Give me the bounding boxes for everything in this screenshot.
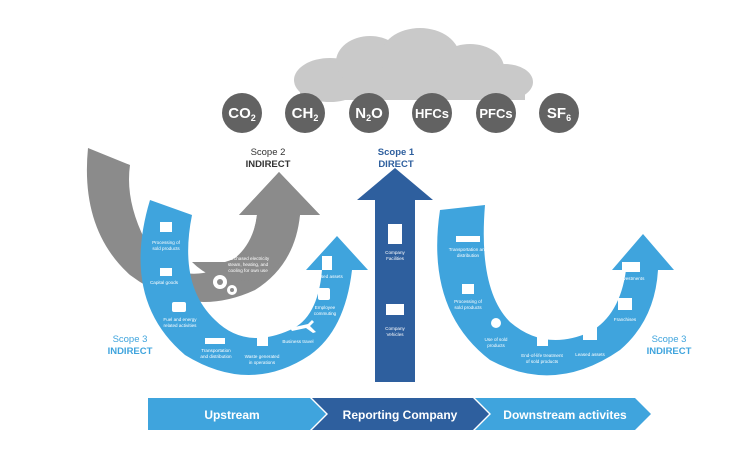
vehicle-icon [386, 304, 404, 315]
scope1-kind: DIRECT [378, 159, 414, 170]
gas-n2o: N2O [355, 105, 383, 123]
scope2-item-line2: steam, heating, and [228, 262, 269, 267]
ds-investments: Investments [620, 276, 645, 281]
up-transport-1: Transportation [201, 348, 231, 353]
ds-processing-2: sold products [454, 305, 482, 310]
up-waste-2: in operations [249, 360, 276, 365]
ds-factory-icon [462, 284, 474, 294]
bar-upstream-label: Upstream [204, 408, 259, 422]
recycle-icon [257, 335, 268, 346]
ds-eol-1: End-of-life treatment [521, 353, 563, 358]
up-commuting-2: commuting [314, 311, 337, 316]
bar-downstream [475, 398, 651, 430]
up-waste-1: Waste generated [245, 354, 280, 359]
scope3-right-kind: INDIRECT [647, 346, 692, 357]
co-facilities-2: Facilities [386, 256, 405, 261]
bar-upstream [148, 398, 326, 430]
store-icon [618, 298, 632, 310]
airplane-icon [290, 320, 316, 333]
up-leased: Leased assets [313, 274, 343, 279]
ds-franchises: Franchises [614, 317, 637, 322]
bar-downstream-label: Downstream activites [503, 408, 627, 422]
downstream-arrow [437, 205, 674, 376]
up-transport-2: and distribution [200, 354, 232, 359]
ds-ship-icon [456, 236, 480, 242]
upstream-items: Processing of sold products Capital good… [150, 222, 344, 365]
up-fuel-2: related activities [164, 323, 198, 328]
train-icon [318, 288, 330, 300]
ds-recycle-icon [537, 334, 548, 346]
co-vehicles-2: Vehicles [386, 332, 404, 337]
ds-use-1: Use of sold [485, 337, 508, 342]
up-capital: Capital goods [150, 280, 179, 285]
scope2-title: Scope 2 [251, 147, 286, 158]
money-icon [622, 262, 640, 272]
scope2-item: Purchased electricity steam, heating, an… [213, 256, 270, 295]
direct-arrow [357, 168, 433, 382]
gear-icon [213, 275, 237, 295]
ds-use-2: products [487, 343, 505, 348]
scope-labels: Scope 2 INDIRECT Scope 1 DIRECT Scope 3 … [108, 147, 692, 357]
scope1-title: Scope 1 [378, 147, 415, 158]
gas-ch2: CH2 [292, 105, 319, 123]
gas-pfcs: PFCs [479, 106, 512, 121]
ds-eol-2: of sold products [526, 359, 559, 364]
scope2-item-line1: Purchased electricity [227, 256, 270, 261]
ds-transport-2: distribution [457, 253, 480, 258]
scope2-overlay [192, 172, 320, 281]
lightbulb-icon [491, 318, 501, 328]
truck-icon [160, 268, 172, 276]
up-travel: Business travel [282, 339, 313, 344]
up-fuel-1: Fuel and energy [163, 317, 197, 322]
scope3-left-kind: INDIRECT [108, 346, 153, 357]
ds-leased: Leased assets [575, 352, 605, 357]
scope2-kind: INDIRECT [246, 159, 291, 170]
facilities-icon [388, 224, 402, 244]
up-processing-2: sold products [152, 246, 180, 251]
bar-reporting [312, 398, 489, 430]
gas-sf6: SF6 [547, 105, 571, 123]
cart-icon [172, 302, 186, 312]
scope2-item-line3: cooling for own use [228, 268, 268, 273]
value-chain-bar: Upstream Reporting Company Downstream ac… [148, 398, 651, 430]
cloud [294, 28, 533, 102]
bar-reporting-label: Reporting Company [343, 408, 458, 422]
up-processing-1: Processing of [152, 240, 181, 245]
ds-transport-1: Transportation and [449, 247, 488, 252]
ds-processing-1: Processing of [454, 299, 483, 304]
gas-hfcs: HFCs [415, 106, 449, 121]
building-icon [322, 256, 332, 270]
factory-icon [160, 222, 172, 232]
scope3-right-title: Scope 3 [652, 334, 687, 345]
co-facilities-1: Company [385, 250, 405, 255]
downstream-items: Transportation and distribution Processi… [449, 236, 645, 364]
gas-circles: CO2 CH2 N2O HFCs PFCs SF6 [222, 93, 579, 133]
up-commuting-1: Employee [315, 305, 336, 310]
ds-building-icon [583, 322, 597, 340]
co-vehicles-1: Company [385, 326, 405, 331]
ship-icon [205, 338, 225, 344]
gas-co2: CO2 [228, 105, 256, 123]
company-items: Company Facilities Company Vehicles [385, 224, 406, 337]
scope3-left-title: Scope 3 [113, 334, 148, 345]
